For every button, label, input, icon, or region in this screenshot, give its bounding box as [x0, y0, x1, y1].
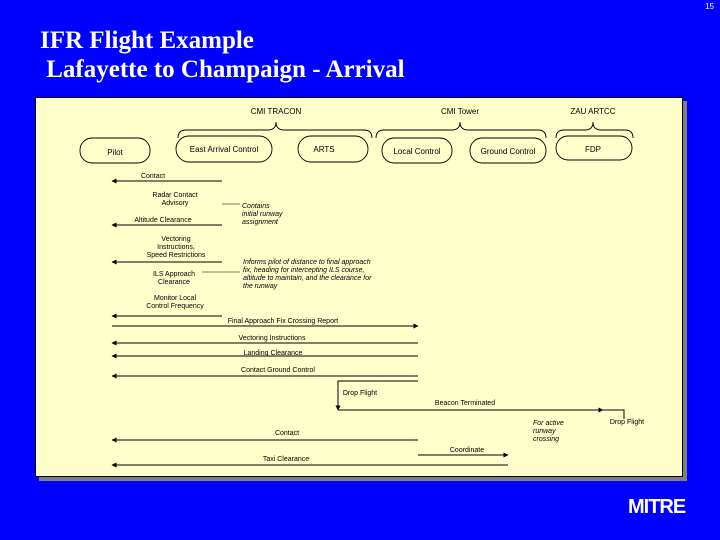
actor-ground-box: [469, 137, 547, 164]
text-line: altitude to maintain, and the clearance …: [243, 275, 372, 282]
label-beacon: Beacon Terminated: [435, 400, 495, 407]
text-line: assignment: [242, 219, 279, 226]
text-line: the runway: [243, 283, 278, 290]
label-drop-flight-2: Drop Flight: [610, 419, 644, 426]
note-informs: Informs pilot of distance to final appro…: [243, 259, 372, 290]
group-tower: CMI Tower: [441, 107, 479, 116]
arrow-drop-flight-1: [335, 380, 418, 411]
actor-local: Local Control: [393, 147, 440, 156]
actor-fdp-box: [555, 135, 633, 161]
brace-tracon: [177, 121, 373, 139]
actor-arts-box: [297, 135, 369, 163]
text-line: Control Frequency: [146, 303, 204, 310]
text-line: runway: [533, 428, 556, 435]
text-line: Advisory: [162, 200, 189, 207]
label-contact-2: Contact: [275, 430, 299, 437]
text-line: crossing: [533, 436, 559, 443]
text-line: Instructions,: [157, 244, 195, 251]
text-line: fix, heading for intercepting ILS course…: [243, 267, 364, 274]
arrow-drop-flight-2: [603, 409, 625, 419]
label-drop-flight-1: Drop Flight: [343, 390, 377, 397]
brace-artcc: [555, 121, 634, 139]
actor-fdp: FDP: [585, 145, 601, 154]
label-final-fix: Final Approach Fix Crossing Report: [228, 318, 339, 325]
text-line: Clearance: [158, 279, 190, 286]
slide-title: IFR Flight Example Lafayette to Champaig…: [40, 27, 405, 83]
actor-arts: ARTS: [313, 145, 334, 154]
label-contact-ground: Contact Ground Control: [241, 367, 315, 374]
actor-local-box: [381, 137, 453, 164]
brace-tower: [375, 121, 547, 139]
mitre-logo: MITRE: [628, 496, 686, 518]
text-line: Speed Restrictions: [147, 252, 206, 259]
label-taxi: Taxi Clearance: [263, 456, 309, 463]
actor-ground: Ground Control: [481, 147, 536, 156]
label-vectoring-2: Vectoring Instructions: [239, 335, 306, 342]
actor-east-arrival: East Arrival Control: [190, 145, 259, 154]
page-number: 15: [705, 2, 714, 11]
label-coordinate: Coordinate: [450, 447, 484, 454]
group-artcc: ZAU ARTCC: [570, 107, 615, 116]
label-landing: Landing Clearance: [244, 350, 303, 357]
actor-pilot: Pilot: [107, 148, 123, 157]
text-line: initial runway: [242, 211, 283, 218]
actor-pilot-box: [79, 137, 151, 164]
group-tracon: CMI TRACON: [251, 107, 302, 116]
label-contact-1: Contact: [141, 173, 165, 180]
actor-east-arrival-box: [175, 135, 273, 163]
label-altitude: Altitude Clearance: [134, 217, 191, 224]
